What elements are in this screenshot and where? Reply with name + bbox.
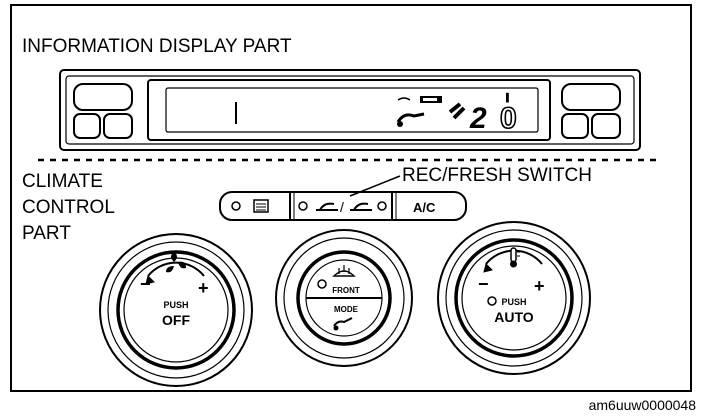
front-label: FRONT [332, 286, 360, 295]
thermometer-icon [510, 247, 520, 268]
mode-label: MODE [334, 305, 359, 314]
fan-push-label: PUSH [163, 300, 188, 310]
climate-label-line3: PART [22, 223, 71, 244]
figure-id: am6uuw0000048 [588, 397, 696, 413]
auto-indicator [487, 296, 497, 306]
information-display-unit [59, 69, 641, 151]
rec-fresh-switch-label: REC/FRESH SWITCH [402, 165, 592, 186]
ac-button[interactable]: A/C [413, 200, 436, 215]
info-left-lower-button-2[interactable] [103, 113, 133, 139]
info-display-part-label: INFORMATION DISPLAY PART [22, 36, 292, 57]
info-right-lower-button-1[interactable] [561, 113, 589, 139]
front-defroster-indicator [317, 279, 327, 289]
display-car-icon [397, 97, 411, 101]
climate-label-line2: CONTROL [22, 197, 115, 218]
fresh-indicator [377, 201, 387, 211]
diagram-frame [10, 4, 692, 392]
front-defroster-button[interactable] [317, 265, 356, 289]
info-right-upper-button[interactable] [561, 83, 621, 111]
rec-indicator [298, 201, 308, 211]
temp-minus-label: − [478, 274, 489, 294]
info-left-lower-button-1[interactable] [73, 113, 101, 139]
temp-push-label: PUSH [501, 297, 526, 307]
svg-text:▌: ▌ [506, 92, 512, 103]
rear-defroster-icon [253, 199, 269, 213]
info-right-lower-button-2[interactable] [591, 113, 621, 139]
rec-fresh-slash: / [340, 199, 344, 215]
rear-defroster-button[interactable] [231, 199, 269, 213]
fan-icon [166, 252, 186, 273]
display-vent-icon [396, 112, 425, 123]
rear-defroster-indicator [231, 201, 241, 211]
fan-minus-label: − [140, 274, 151, 294]
fan-knob[interactable] [99, 233, 253, 387]
info-left-upper-button[interactable] [73, 83, 133, 111]
temperature-knob[interactable] [437, 221, 591, 375]
display-temperature-digit: 2 [469, 102, 487, 135]
fan-off-label: OFF [162, 312, 190, 328]
climate-label-line1: CLIMATE [22, 171, 103, 192]
display-temperature-decimal: 0 [500, 102, 517, 135]
display-status-icons: ▌ [396, 92, 512, 127]
mode-knob[interactable] [275, 229, 413, 367]
mode-vent-icon [333, 317, 353, 331]
recirculation-car-icon [316, 202, 338, 211]
button-strip [219, 191, 467, 221]
display-fan-icon [448, 102, 466, 120]
fresh-air-car-icon [350, 202, 372, 211]
temp-plus-label: + [534, 276, 545, 296]
info-screen [147, 79, 551, 141]
fan-plus-label: + [198, 278, 209, 298]
temp-auto-label: AUTO [494, 309, 534, 325]
rec-fresh-switch[interactable] [298, 201, 387, 211]
